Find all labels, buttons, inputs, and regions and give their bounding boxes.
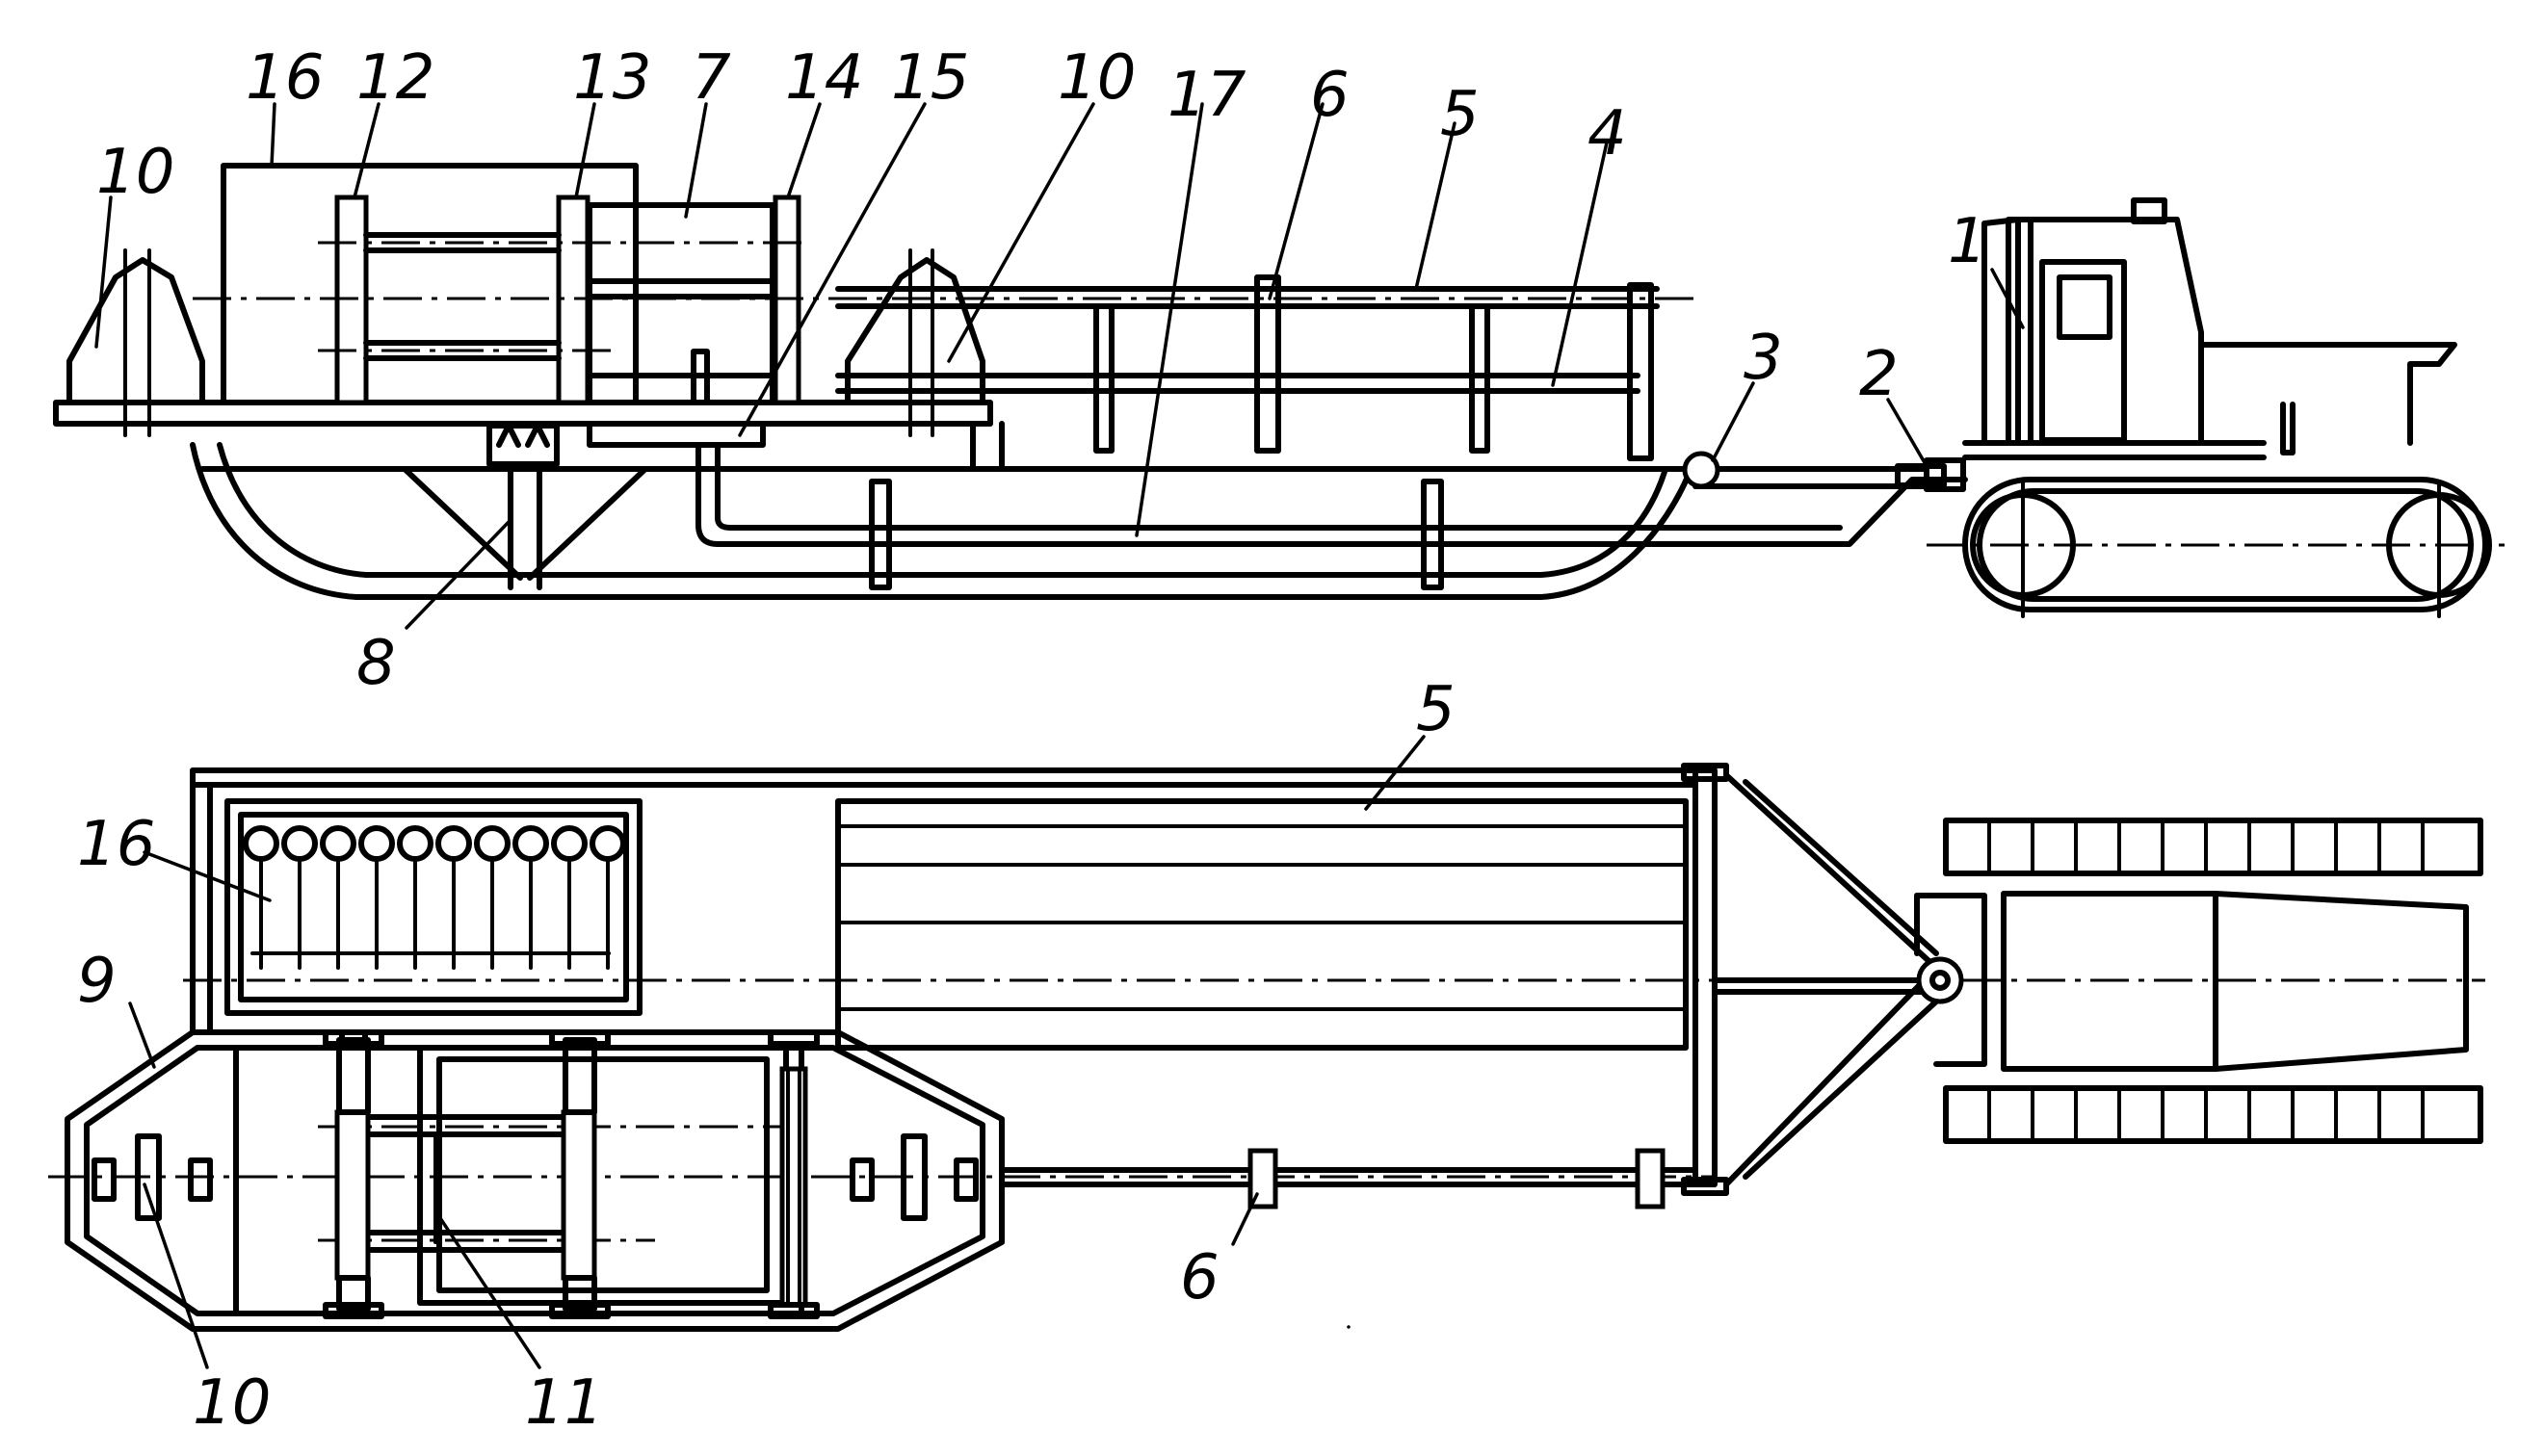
label-10-side-right: 10 bbox=[1058, 42, 1136, 114]
platform-deck bbox=[56, 403, 990, 424]
slot bbox=[94, 1160, 114, 1199]
label-15: 15 bbox=[891, 42, 969, 114]
label-7: 7 bbox=[692, 42, 731, 114]
rack-post bbox=[1630, 285, 1651, 458]
label-6-side: 6 bbox=[1310, 60, 1350, 131]
roller bbox=[771, 1032, 817, 1316]
end-stand-right bbox=[848, 260, 983, 403]
roller bbox=[326, 1032, 381, 1316]
roller bbox=[552, 1032, 608, 1316]
label-1: 1 bbox=[1948, 206, 1987, 277]
sledge-runner-inner bbox=[220, 445, 1665, 575]
base-plate bbox=[590, 424, 763, 445]
cross-beam bbox=[1695, 770, 1715, 1184]
label-12: 12 bbox=[356, 42, 434, 114]
label-10-side-left: 10 bbox=[96, 137, 174, 208]
pipeline-inner bbox=[718, 445, 1840, 528]
support-post bbox=[405, 426, 645, 587]
frame-post bbox=[1424, 481, 1441, 587]
tractor bbox=[1927, 200, 2505, 616]
label-3: 3 bbox=[1744, 323, 1783, 394]
track-plan-top bbox=[1946, 820, 2480, 873]
label-14: 14 bbox=[785, 42, 863, 114]
label-16-plan: 16 bbox=[77, 809, 155, 880]
plan-view bbox=[48, 766, 2485, 1329]
engine-hood bbox=[2201, 345, 2454, 443]
label-5-side: 5 bbox=[1440, 79, 1480, 150]
label-8: 8 bbox=[356, 628, 396, 699]
slot bbox=[853, 1160, 872, 1199]
end-stand-left bbox=[69, 260, 202, 403]
label-16-side: 16 bbox=[246, 42, 324, 114]
slot bbox=[191, 1160, 210, 1199]
nozzle-row bbox=[246, 828, 623, 968]
label-6-plan: 6 bbox=[1180, 1242, 1220, 1313]
cab-window-pane bbox=[2060, 277, 2110, 337]
label-9: 9 bbox=[77, 946, 117, 1017]
slot bbox=[957, 1160, 976, 1199]
clamp bbox=[1638, 1151, 1663, 1207]
label-5-plan: 5 bbox=[1416, 674, 1456, 745]
label-13: 13 bbox=[573, 42, 651, 114]
coupling bbox=[1898, 466, 1944, 485]
side-view bbox=[56, 166, 2505, 616]
frame-post bbox=[872, 481, 889, 587]
label-11: 11 bbox=[525, 1367, 603, 1439]
label-2: 2 bbox=[1859, 339, 1899, 410]
rack-frame bbox=[193, 277, 1695, 469]
track-plan-bottom bbox=[1946, 1088, 2480, 1141]
main-frame bbox=[193, 770, 1695, 1032]
hitch-pin bbox=[1919, 959, 1961, 1001]
label-4: 4 bbox=[1587, 98, 1627, 169]
label-17: 17 bbox=[1168, 60, 1246, 131]
label-10-plan: 10 bbox=[193, 1367, 271, 1439]
